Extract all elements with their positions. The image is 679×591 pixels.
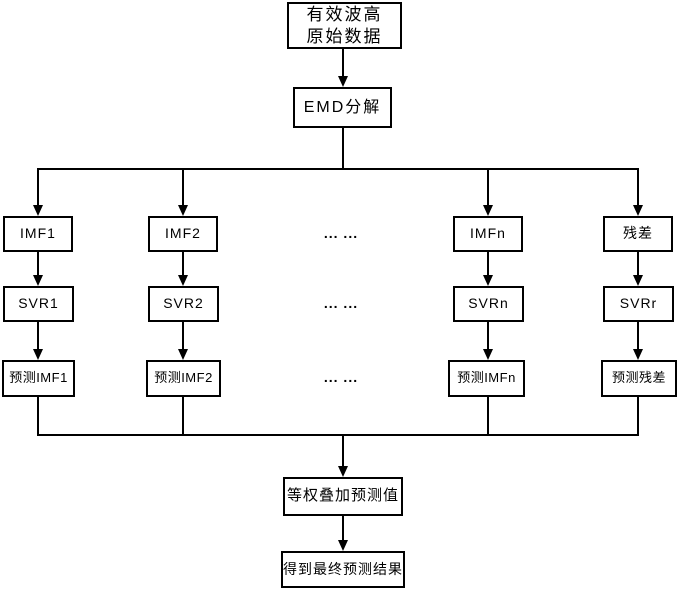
node-imf1: IMF1 (3, 216, 73, 252)
source-line1: 有效波高 (306, 4, 383, 24)
node-pred-imf2: 预测IMF2 (146, 360, 221, 397)
arrow-down-icon (178, 275, 188, 286)
connector-line (637, 397, 639, 435)
node-merge: 等权叠加预测值 (283, 477, 403, 516)
arrow-down-icon (483, 275, 493, 286)
node-imf2: IMF2 (148, 216, 218, 252)
arrow-down-icon (178, 349, 188, 360)
arrow-down-icon (178, 205, 188, 216)
source-line2: 原始数据 (306, 26, 383, 46)
arrow-down-icon (33, 349, 43, 360)
arrow-down-icon (338, 76, 348, 87)
connector-line (342, 516, 344, 541)
arrow-down-icon (338, 466, 348, 477)
connector-line (182, 322, 184, 350)
connector-line (487, 252, 489, 276)
connector-line (37, 322, 39, 350)
connector-line (637, 322, 639, 350)
merge-label: 等权叠加预测值 (286, 487, 399, 505)
node-source-data: 有效波高 原始数据 (287, 2, 402, 49)
connector-line (637, 169, 639, 206)
connector-line (342, 435, 344, 467)
ellipsis-row-pred: ... ... (323, 369, 359, 385)
node-svrr: SVRr (603, 286, 674, 322)
collector-rail-line (37, 434, 639, 436)
node-pred-imfn: 预测IMFn (448, 360, 525, 397)
svr2-label: SVR2 (163, 295, 204, 312)
pred-imf1-label: 预测IMF1 (9, 370, 68, 386)
arrow-down-icon (338, 540, 348, 551)
emd-label: EMD分解 (303, 98, 382, 116)
connector-line (182, 252, 184, 276)
arrow-down-icon (633, 205, 643, 216)
node-svr1: SVR1 (3, 286, 74, 322)
node-svr2: SVR2 (148, 286, 219, 322)
node-pred-residual: 预测残差 (601, 360, 677, 397)
svr1-label: SVR1 (18, 295, 59, 312)
ellipsis-row-imf: ... ... (323, 225, 359, 241)
imf2-label: IMF2 (165, 225, 201, 242)
imf1-label: IMF1 (20, 225, 56, 242)
svrr-label: SVRr (619, 295, 658, 312)
connector-line (37, 397, 39, 435)
final-label: 得到最终预测结果 (283, 560, 403, 577)
arrow-down-icon (633, 275, 643, 286)
connector-line (182, 397, 184, 435)
node-emd: EMD分解 (293, 87, 392, 128)
arrow-down-icon (483, 205, 493, 216)
pred-imf2-label: 预测IMF2 (154, 370, 213, 386)
arrow-down-icon (633, 349, 643, 360)
node-residual: 残差 (603, 216, 673, 252)
arrow-down-icon (33, 205, 43, 216)
imfn-label: IMFn (470, 225, 506, 242)
ellipsis-row-svr: ... ... (323, 295, 359, 311)
node-svrn: SVRn (453, 286, 524, 322)
connector-line (37, 252, 39, 276)
node-pred-imf1: 预测IMF1 (2, 360, 75, 397)
residual-label: 残差 (623, 225, 653, 242)
connector-line (182, 169, 184, 206)
connector-line (342, 49, 344, 77)
pred-residual-label: 预测残差 (611, 370, 666, 386)
connector-line (37, 169, 39, 206)
connector-line (487, 169, 489, 206)
connector-line (637, 252, 639, 276)
connector-line (487, 322, 489, 350)
node-imfn: IMFn (453, 216, 523, 252)
connector-line (487, 397, 489, 435)
node-final: 得到最终预测结果 (281, 551, 405, 588)
arrow-down-icon (483, 349, 493, 360)
connector-line (342, 128, 344, 169)
arrow-down-icon (33, 275, 43, 286)
branch-rail-line (37, 168, 639, 170)
pred-imfn-label: 预测IMFn (457, 370, 516, 386)
svrn-label: SVRn (468, 295, 509, 312)
